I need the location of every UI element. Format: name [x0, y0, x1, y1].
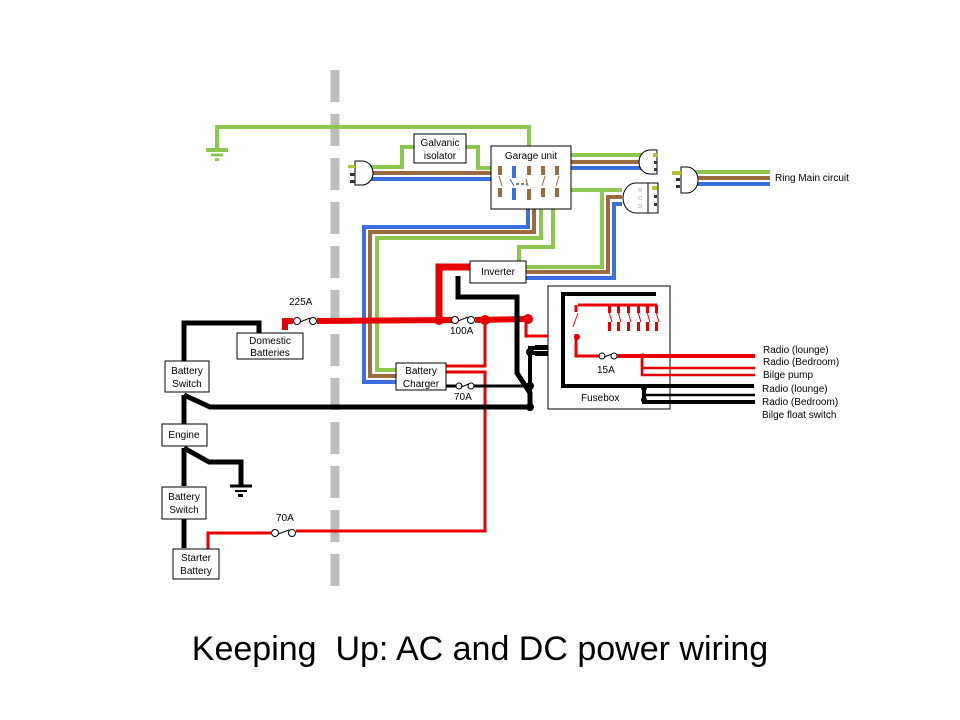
fuse-225a-icon [293, 317, 317, 325]
starter-battery-label-line1: Starter [181, 553, 212, 564]
fuse-70a-starter-icon [271, 529, 296, 537]
fuse-15a-icon [598, 352, 618, 360]
ring-main-label: Ring Main circuit [775, 173, 849, 184]
output-positive-radio-lounge: Radio (lounge) [763, 345, 829, 356]
galvanic-isolator-label-line2: isolator [424, 151, 457, 162]
dc-wiring [181, 263, 578, 556]
inverter: Inverter [469, 260, 527, 284]
battery-switch-top-label-line2: Switch [172, 379, 201, 390]
positive-outputs [617, 353, 755, 377]
fuse-100a-label: 100A [450, 326, 474, 337]
battery-charger: Battery Charger [395, 362, 447, 391]
neutral-wire-inverter-out [526, 202, 622, 280]
ring-main-plug-icon [672, 166, 699, 194]
earth-ground-icon [206, 148, 228, 161]
rcd-label-c: C [638, 196, 642, 202]
fuse-70a-starter-label: 70A [276, 513, 294, 524]
fusebox-breakers-icon [608, 305, 660, 331]
junction-dots [434, 314, 534, 411]
fuse-70a-charger-icon [455, 382, 475, 390]
negative-switch-bus [182, 392, 530, 410]
earth-wire-isolator-out [466, 145, 491, 170]
positive-main-bus [282, 318, 293, 330]
output-negative-radio-bedroom: Radio (Bedroom) [762, 397, 838, 408]
live-wire-charger [368, 209, 536, 378]
inverter-label: Inverter [481, 267, 516, 278]
positive-charger [446, 320, 487, 368]
battery-switch-domestic: Battery Switch [164, 360, 210, 393]
earth-wire-charger [375, 209, 543, 372]
fuse-15a-label: 15A [597, 365, 615, 376]
battery-switch-top-label-line1: Battery [171, 366, 203, 377]
rcd-socket: R C D [622, 182, 659, 214]
output-negative-bilge-float-switch: Bilge float switch [762, 410, 836, 421]
rcd-label-r: R [638, 188, 642, 194]
positive-starter-link [296, 370, 487, 533]
battery-charger-label-line1: Battery [405, 366, 437, 377]
positive-inverter [435, 263, 470, 320]
engine: Engine [161, 423, 208, 447]
negative-ground [182, 445, 244, 486]
garage-unit-breakers-icon [498, 166, 560, 200]
live-wire-inverter-out [526, 195, 622, 274]
earth-wire-inverter-in [517, 209, 555, 262]
rcd-label-d: D [638, 204, 642, 210]
fuse-70a-charger-label: 70A [454, 392, 472, 403]
domestic-batteries: Domestic Batteries [236, 332, 304, 360]
garage-unit-label: Garage unit [505, 151, 557, 162]
fusebox-label: Fusebox [581, 393, 619, 404]
page-title: Keeping Up: AC and DC power wiring [191, 630, 769, 668]
shore-plug-icon [348, 160, 374, 186]
earth-wire-ground [215, 125, 531, 150]
battery-switch-bottom-label-line2: Switch [169, 505, 198, 516]
battery-switch-starter: Battery Switch [161, 486, 207, 520]
chassis-ground-icon [230, 484, 252, 497]
battery-switch-bottom-label-line1: Battery [168, 492, 200, 503]
positive-bus-1 [316, 317, 453, 324]
ac-wiring [215, 125, 770, 384]
neutral-wire-charger [362, 209, 530, 384]
output-negative-radio-lounge: Radio (lounge) [762, 384, 828, 395]
fuse-100a-icon [451, 316, 475, 324]
output-positive-radio-bedroom: Radio (Bedroom) [763, 357, 839, 368]
earth-wire-isolator-in [370, 145, 414, 169]
galvanic-isolator: Galvanic isolator [413, 133, 467, 164]
starter-battery: Starter Battery [172, 548, 220, 580]
fusebox: 15A Fusebox [547, 285, 754, 410]
garage-unit: Garage unit [490, 145, 572, 210]
fuse-225a-label: 225A [289, 297, 313, 308]
negative-domestic [181, 320, 262, 362]
output-positive-bilge-pump: Bilge pump [763, 370, 813, 381]
earth-wire-inverter-out [526, 190, 604, 269]
domestic-batteries-label-line1: Domestic [249, 336, 291, 347]
socket-icon [638, 149, 658, 175]
engine-label: Engine [168, 430, 200, 441]
galvanic-isolator-label-line1: Galvanic [421, 138, 460, 149]
starter-battery-label-line2: Battery [180, 566, 212, 577]
battery-charger-label-line2: Charger [403, 379, 440, 390]
domestic-batteries-label-line2: Batteries [250, 348, 289, 359]
positive-starter [206, 531, 271, 556]
negative-outputs [641, 385, 755, 404]
